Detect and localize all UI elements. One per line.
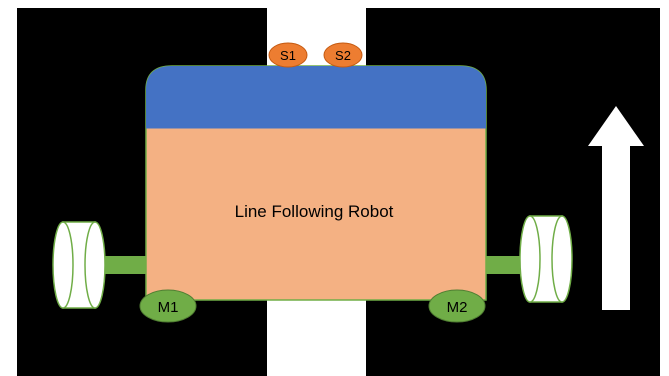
robot-title: Line Following Robot: [235, 202, 394, 221]
robot-top-panel: [146, 66, 486, 128]
right-wheel: [519, 215, 573, 303]
motor-m1: M1: [139, 289, 197, 323]
motor-m2: M2: [428, 289, 486, 323]
left-axle: [100, 256, 146, 274]
sensor-s1: S1: [268, 42, 308, 68]
sensor-s1-label: S1: [280, 48, 296, 63]
sensor-s2: S2: [323, 42, 363, 68]
right-axle: [484, 256, 528, 274]
motor-m2-label: M2: [447, 299, 468, 316]
robot-body: [145, 65, 487, 301]
motor-m1-label: M1: [158, 299, 179, 316]
sensor-s2-label: S2: [335, 48, 351, 63]
up-arrow-icon: [588, 106, 644, 310]
left-wheel: [52, 221, 106, 309]
